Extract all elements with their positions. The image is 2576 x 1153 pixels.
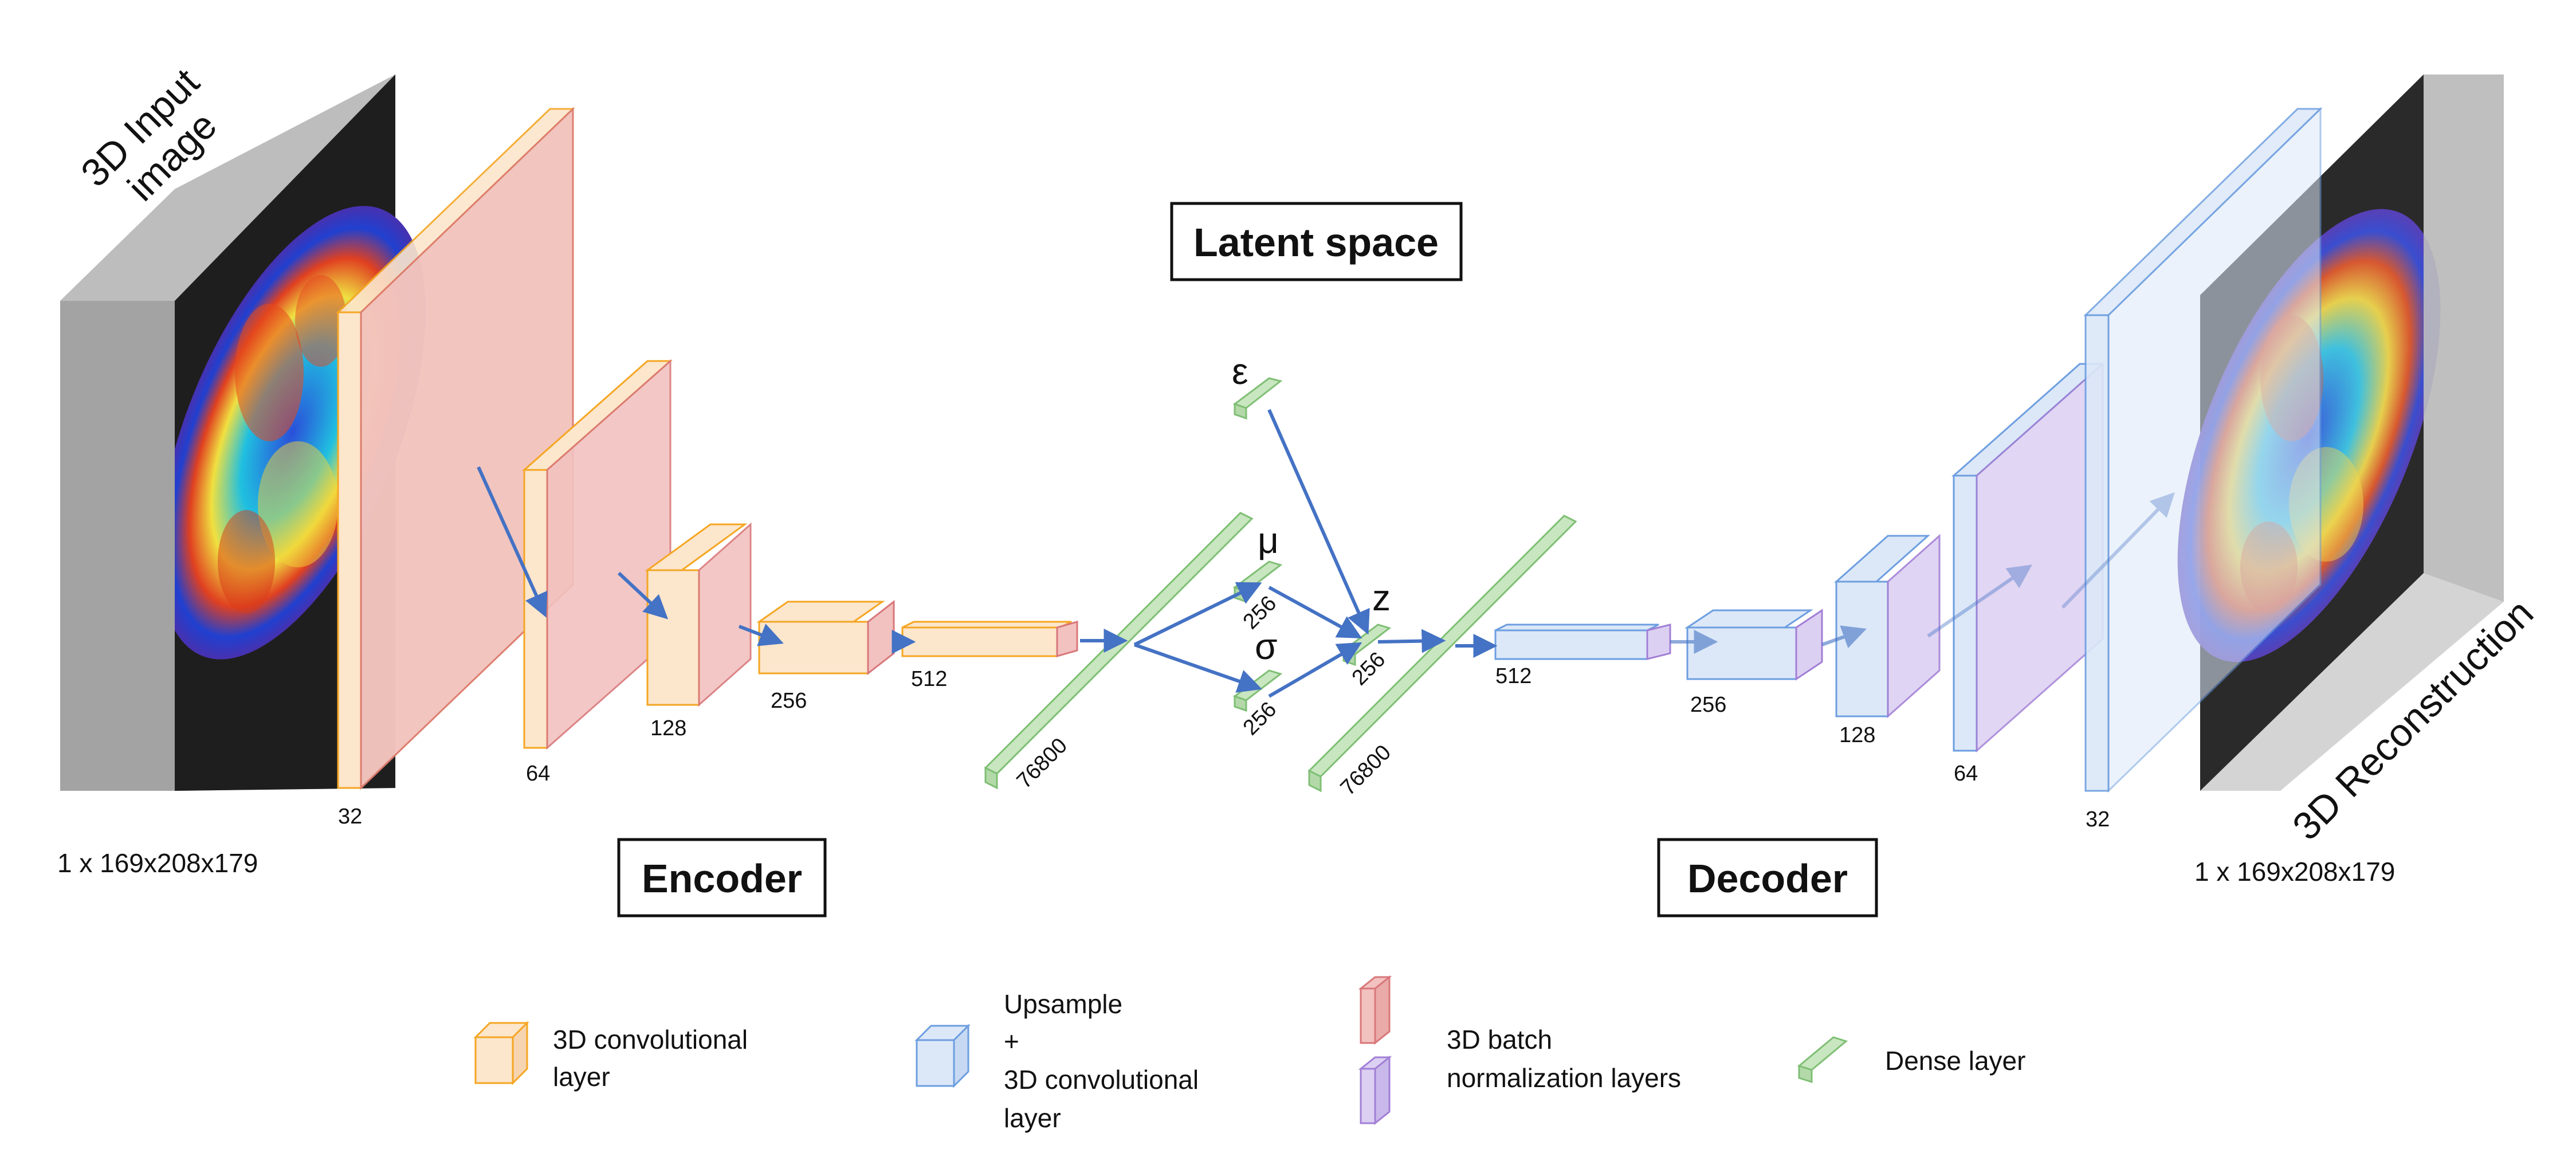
arrow-dec-3: [1821, 625, 1867, 649]
encoder-size-label: 256: [771, 689, 807, 713]
legend-conv: 3D convolutional layer: [473, 1021, 748, 1092]
legend-batchnorm: 3D batch normalization layers: [1358, 975, 1681, 1125]
decoder-size-label: 32: [2086, 807, 2110, 832]
decoder-size-label: 512: [1495, 664, 1532, 688]
arrow-enc-1: [477, 466, 548, 618]
legend: 3D convolutional layer Upsample + 3D con…: [473, 975, 2025, 1133]
arrow-z-to-dense: [1377, 629, 1446, 653]
latent-space-box: Latent space: [1170, 202, 1463, 281]
output-shape: 1 x 169x208x179: [2194, 857, 2395, 887]
dense-layer-mu: [1232, 560, 1283, 603]
arrow-to-sigma: [1134, 643, 1262, 693]
sigma-symbol: σ: [1255, 626, 1278, 667]
legend-upsample-line3: 3D convolutional: [1004, 1065, 1199, 1095]
encoder-layer-512: [901, 621, 1078, 657]
epsilon-symbol: ε: [1232, 351, 1248, 392]
legend-upsample-line1: Upsample: [1004, 989, 1122, 1019]
legend-upsample-line2: +: [1004, 1026, 1019, 1056]
flow-arrows: [477, 409, 2175, 698]
encoder-box: Encoder: [617, 838, 827, 917]
legend-conv-line1: 3D convolutional: [553, 1025, 748, 1054]
encoder-label: Encoder: [642, 856, 802, 901]
decoder-box: Decoder: [1657, 838, 1878, 917]
dense-layer-epsilon: [1232, 377, 1283, 420]
encoder-size-label: 128: [650, 716, 686, 740]
legend-dense-line1: Dense layer: [1885, 1046, 2025, 1076]
legend-conv-line2: layer: [553, 1062, 610, 1092]
encoder-size-label: 32: [338, 805, 362, 829]
decoder-size-label: 128: [1839, 723, 1875, 747]
arrow-mu-to-z: [1268, 586, 1362, 639]
legend-upsample-line4: layer: [1004, 1103, 1061, 1133]
legend-upsample: Upsample + 3D convolutional layer: [914, 989, 1199, 1133]
input-shape: 1 x 169x208x179: [57, 848, 258, 878]
mu-symbol: μ: [1258, 520, 1279, 561]
decoder-layer-64: [1951, 362, 2105, 753]
decoder-layer-128: [1834, 534, 1941, 719]
legend-batchnorm-line2: normalization layers: [1447, 1063, 1681, 1093]
z-symbol: z: [1372, 577, 1391, 618]
arrow-enc-3: [738, 623, 784, 646]
arrow-sigma-to-z: [1268, 642, 1362, 698]
encoder-layer-256: [756, 599, 895, 676]
decoder-label: Decoder: [1687, 856, 1848, 901]
decoder-size-label: 256: [1690, 693, 1726, 717]
arrow-dec-4: [1927, 564, 2032, 638]
decoder-size-label: 64: [1954, 762, 1978, 786]
encoder-layer-32: [336, 107, 575, 790]
legend-dense: Dense layer: [1797, 1036, 2025, 1084]
latent-space-label: Latent space: [1193, 220, 1439, 265]
encoder-size-label: 512: [911, 667, 947, 691]
arrow-to-mu: [1133, 582, 1262, 646]
arrow-enc-2: [617, 571, 669, 619]
decoder-layer-512: [1494, 623, 1671, 660]
legend-batchnorm-line1: 3D batch: [1447, 1025, 1552, 1054]
decoder-layer-256: [1684, 609, 1823, 681]
encoder-size-label: 64: [526, 762, 550, 786]
arrow-dec-5: [2061, 492, 2175, 609]
decoder-layer-32: [2083, 107, 2323, 793]
arrow-eps-to-z: [1267, 409, 1370, 635]
